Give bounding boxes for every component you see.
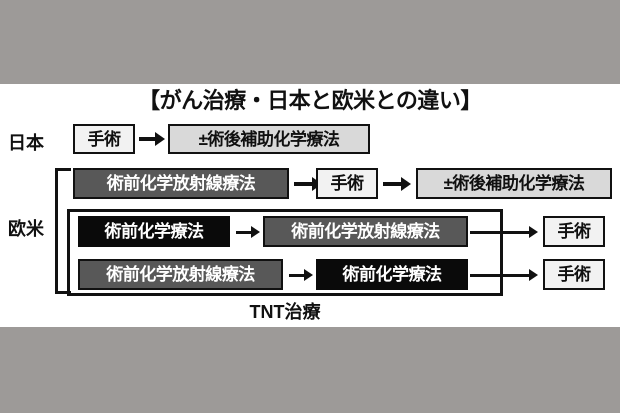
bottom-gray-band — [0, 327, 620, 413]
page-title: 【がん治療・日本と欧米との違い】 — [138, 88, 482, 113]
tnt-group-box — [67, 209, 503, 296]
arrow-right-icon-r4-1 — [289, 269, 313, 281]
arrow-right-icon-r4-2 — [470, 269, 538, 281]
west-group-bracket — [55, 168, 71, 294]
top-gray-band — [0, 0, 620, 84]
box-r4-neoadjuvant-chemotherapy[interactable]: 術前化学療法 — [316, 259, 468, 290]
tnt-group-label: TNT治療 — [249, 302, 321, 322]
box-r3-neoadjuvant-chemotherapy[interactable]: 術前化学療法 — [78, 216, 230, 247]
box-r3-neoadjuvant-chemoradiotherapy[interactable]: 術前化学放射線療法 — [263, 216, 468, 247]
box-r4-neoadjuvant-chemoradiotherapy[interactable]: 術前化学放射線療法 — [78, 259, 283, 290]
box-r2-adjuvant[interactable]: ±術後補助化学療法 — [416, 168, 612, 199]
row-label-japan: 日本 — [8, 133, 44, 153]
arrow-right-icon-r3-1 — [236, 226, 260, 238]
box-r3-surgery[interactable]: 手術 — [543, 216, 605, 247]
row-label-west: 欧米 — [8, 219, 44, 239]
box-r2-neoadjuvant-chemoradiotherapy[interactable]: 術前化学放射線療法 — [73, 168, 289, 199]
box-r4-surgery[interactable]: 手術 — [543, 259, 605, 290]
arrow-right-icon-r2-2 — [383, 177, 411, 191]
box-r2-surgery[interactable]: 手術 — [316, 168, 378, 199]
arrow-right-icon-r3-2 — [470, 226, 538, 238]
box-r1-adjuvant[interactable]: ±術後補助化学療法 — [168, 124, 370, 154]
arrow-right-icon-r1-1 — [139, 132, 165, 146]
box-r1-surgery[interactable]: 手術 — [73, 124, 135, 154]
